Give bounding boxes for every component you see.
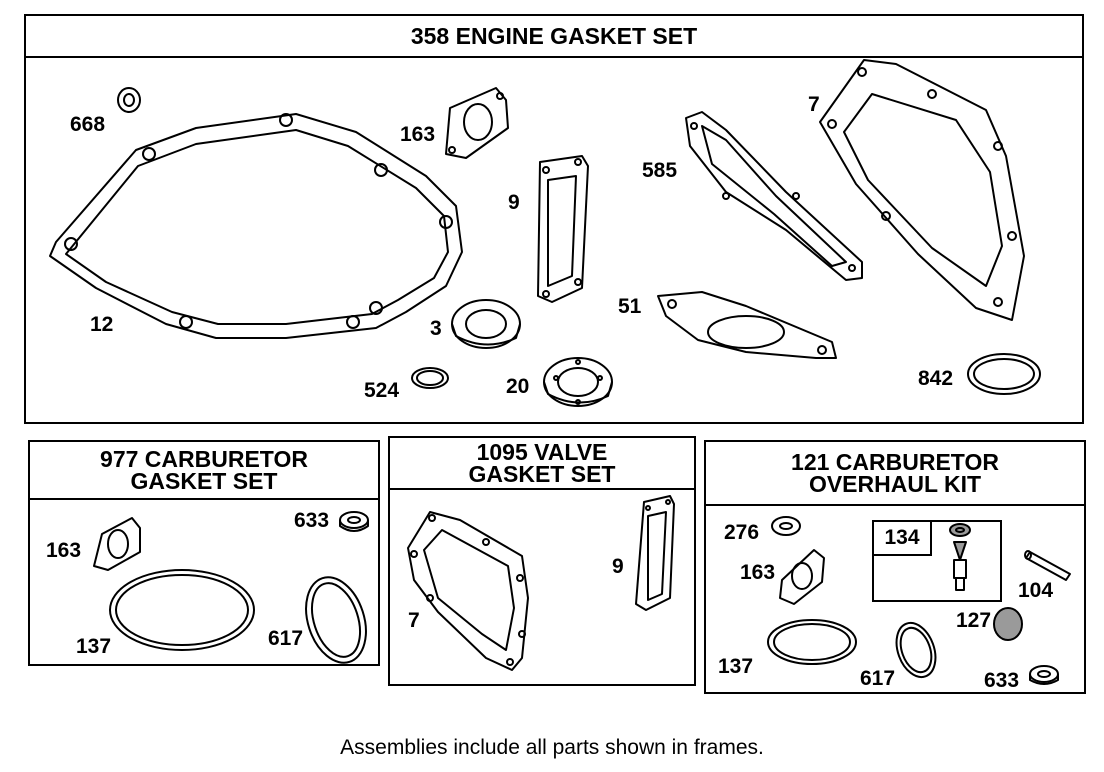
label-3: 3	[430, 317, 442, 340]
part-7-head-gasket	[819, 59, 1025, 321]
part-617-o-ring	[895, 621, 937, 679]
label-137: 137	[76, 635, 112, 658]
valve-gasket-drawings	[407, 495, 675, 671]
inlet-needle	[953, 541, 967, 591]
overhaul-kit-drawings	[767, 516, 1071, 685]
carburetor-gasket-set-frame: 977 CARBURETOR GASKET SET 163 633 137 61…	[28, 440, 380, 666]
label-163: 163	[740, 561, 776, 584]
carburetor-overhaul-kit-title: 121 CARBURETOR OVERHAUL KIT	[706, 442, 1084, 506]
part-12-crankcase-gasket	[49, 113, 463, 339]
label-104: 104	[1018, 579, 1054, 602]
part-104-pin	[1024, 550, 1071, 581]
part-7-head-gasket	[407, 511, 529, 671]
part-51-exhaust-gasket	[657, 291, 837, 359]
carburetor-overhaul-kit-frame: 121 CARBURETOR OVERHAUL KIT 134	[704, 440, 1086, 694]
carburetor-gasket-set-title: 977 CARBURETOR GASKET SET	[30, 442, 378, 500]
part-633-washer	[1029, 665, 1059, 685]
part-842-o-ring	[967, 353, 1041, 395]
valve-gasket-set-title: 1095 VALVE GASKET SET	[390, 438, 694, 490]
label-7: 7	[408, 609, 420, 632]
part-276-washer	[771, 516, 801, 536]
inlet-needle-seat	[949, 523, 971, 537]
label-633: 633	[984, 669, 1020, 692]
part-127-welch-plug	[993, 607, 1023, 641]
part-20-oil-seal	[543, 357, 613, 407]
engine-gasket-set-frame: 358 ENGINE GASKET SET	[24, 14, 1084, 424]
label-163: 163	[46, 539, 82, 562]
label-9: 9	[508, 191, 520, 214]
label-9: 9	[612, 555, 624, 578]
part-9-cover-gasket	[635, 495, 675, 611]
label-842: 842	[918, 367, 954, 390]
carburetor-gasket-drawings	[93, 511, 369, 664]
part-134-inlet-needle-kit: 134	[872, 520, 1002, 602]
engine-gasket-set-title: 358 ENGINE GASKET SET	[26, 16, 1082, 58]
label-20: 20	[506, 375, 530, 398]
label-524: 524	[364, 379, 400, 402]
label-137: 137	[718, 655, 754, 678]
label-617: 617	[268, 627, 304, 650]
part-585-gasket	[685, 111, 863, 281]
valve-gasket-set-frame: 1095 VALVE GASKET SET 9 7	[388, 436, 696, 686]
label-633: 633	[294, 509, 330, 532]
part-163-carburetor-gasket	[445, 87, 509, 159]
engine-gasket-drawings	[49, 59, 1041, 407]
part-617-o-ring	[305, 576, 367, 664]
part-668-washer	[117, 87, 141, 113]
part-163-carburetor-gasket	[93, 517, 141, 571]
part-137-o-ring	[109, 569, 255, 651]
part-3-oil-seal	[451, 299, 521, 349]
part-524-o-ring	[411, 367, 449, 389]
label-134: 134	[874, 522, 932, 556]
label-127: 127	[956, 609, 992, 632]
part-9-cover-gasket	[537, 155, 589, 303]
part-137-o-ring	[767, 619, 857, 665]
label-163: 163	[400, 123, 436, 146]
part-633-washer	[339, 511, 369, 532]
label-12: 12	[90, 313, 114, 336]
label-51: 51	[618, 295, 642, 318]
label-617: 617	[860, 667, 896, 690]
label-668: 668	[70, 113, 106, 136]
label-585: 585	[642, 159, 678, 182]
part-163-carburetor-gasket	[779, 549, 825, 605]
label-276: 276	[724, 521, 760, 544]
assemblies-note: Assemblies include all parts shown in fr…	[340, 736, 764, 759]
label-7: 7	[808, 93, 820, 116]
